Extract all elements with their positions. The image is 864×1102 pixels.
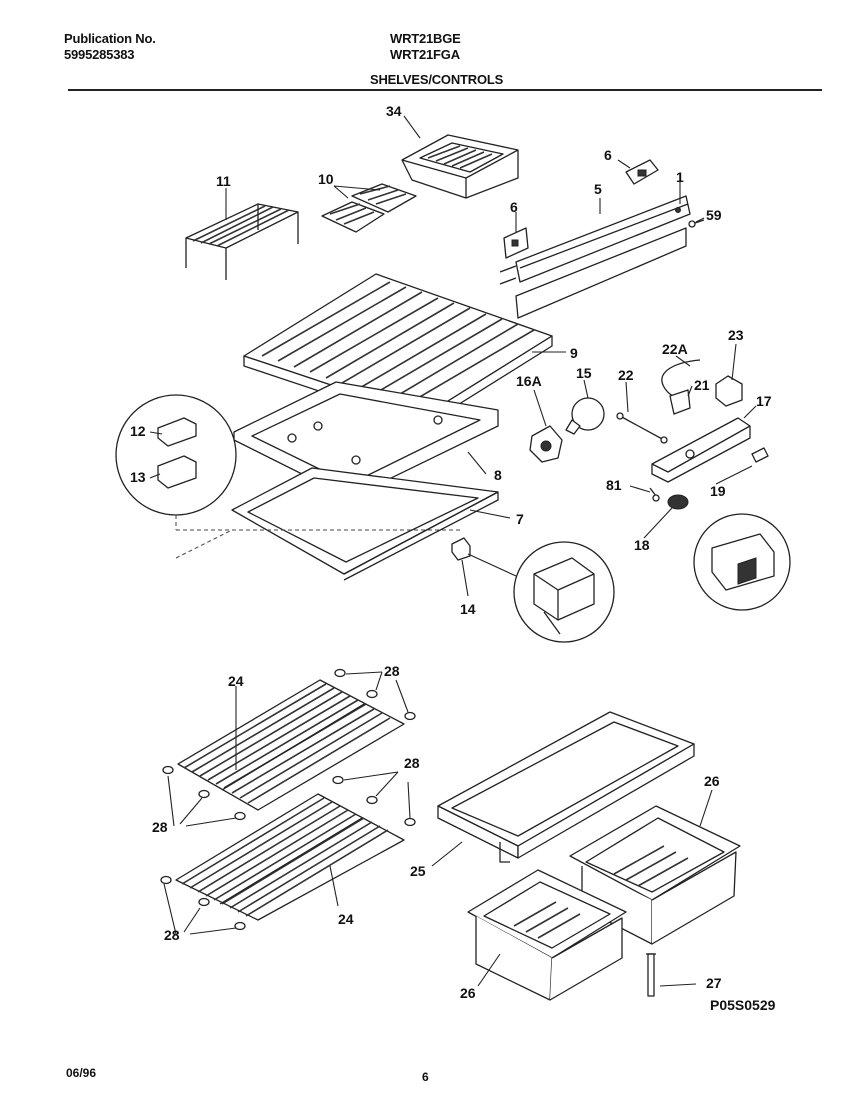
callout-8: 8 bbox=[494, 467, 502, 483]
part-6-bracket-left[interactable] bbox=[503, 227, 529, 259]
callout-26-right: 26 bbox=[704, 773, 720, 789]
leader-lines bbox=[149, 115, 757, 987]
part-15-bulb[interactable] bbox=[565, 397, 605, 435]
callout-23: 23 bbox=[728, 327, 744, 343]
part-26-crisper-drawer-left[interactable] bbox=[467, 869, 627, 1001]
callout-15: 15 bbox=[576, 365, 592, 381]
publication-number: 5995285383 bbox=[64, 47, 135, 62]
callout-6-top: 6 bbox=[604, 147, 612, 163]
callout-7: 7 bbox=[516, 511, 524, 527]
part-59-screw[interactable] bbox=[688, 219, 705, 228]
footer-page-number: 6 bbox=[422, 1070, 429, 1084]
part-5-control-rail[interactable] bbox=[499, 195, 691, 319]
section-title: SHELVES/CONTROLS bbox=[370, 72, 504, 87]
part-24-wire-shelf-lower[interactable] bbox=[175, 793, 405, 921]
part-14-light-switch[interactable] bbox=[451, 537, 471, 561]
callout-11: 11 bbox=[216, 173, 231, 189]
part-23-knob[interactable] bbox=[715, 375, 743, 407]
callout-28-b: 28 bbox=[404, 755, 420, 771]
callout-28-d: 28 bbox=[164, 927, 180, 943]
callout-14: 14 bbox=[460, 601, 476, 617]
header-rule bbox=[68, 89, 822, 91]
publication-label: Publication No. bbox=[64, 31, 156, 46]
part-12-13-door-bins-detail[interactable] bbox=[115, 394, 460, 559]
callout-labels: 34 11 10 6 6 5 1 59 9 22A 23 16A 15 22 2… bbox=[130, 103, 776, 1013]
callout-9: 9 bbox=[570, 345, 578, 361]
diagram-code: P05S0529 bbox=[710, 997, 776, 1013]
part-24-wire-shelf-upper[interactable] bbox=[177, 679, 405, 811]
callout-24-lower: 24 bbox=[338, 911, 354, 927]
part-10-ice-trays[interactable] bbox=[321, 183, 417, 233]
part-28-shelf-supports[interactable] bbox=[160, 668, 416, 931]
callout-19: 19 bbox=[710, 483, 726, 499]
part-27-rod[interactable] bbox=[646, 953, 656, 997]
callout-6-left: 6 bbox=[510, 199, 518, 215]
callout-22a: 22A bbox=[662, 341, 688, 357]
part-6-bracket-top[interactable] bbox=[625, 159, 659, 185]
callout-59: 59 bbox=[706, 207, 722, 223]
part-25-crisper-cover[interactable] bbox=[437, 711, 695, 863]
part-7-shelf-pan[interactable] bbox=[231, 467, 499, 581]
callout-10: 10 bbox=[318, 171, 334, 187]
callout-17: 17 bbox=[756, 393, 772, 409]
callout-16a: 16A bbox=[516, 373, 542, 389]
part-22-shaft[interactable] bbox=[616, 412, 668, 444]
footer-date: 06/96 bbox=[66, 1066, 97, 1080]
part-18-damper[interactable] bbox=[667, 494, 689, 510]
callout-18: 18 bbox=[634, 537, 650, 553]
part-14-detail[interactable] bbox=[513, 541, 615, 643]
callout-25: 25 bbox=[410, 863, 426, 879]
callout-34: 34 bbox=[386, 103, 402, 119]
callout-24-upper: 24 bbox=[228, 673, 244, 689]
part-11-wire-rack[interactable] bbox=[185, 203, 299, 280]
callout-12: 12 bbox=[130, 423, 146, 439]
part-17-control-housing[interactable] bbox=[651, 417, 751, 483]
part-26-crisper-drawer-right[interactable] bbox=[569, 805, 741, 945]
callout-1: 1 bbox=[676, 169, 684, 185]
callout-28-c: 28 bbox=[152, 819, 168, 835]
part-19-switch[interactable] bbox=[751, 447, 769, 463]
model-number-1: WRT21BGE bbox=[390, 31, 461, 46]
callout-13: 13 bbox=[130, 469, 146, 485]
callout-22: 22 bbox=[618, 367, 634, 383]
callout-5: 5 bbox=[594, 181, 602, 197]
callout-81: 81 bbox=[606, 477, 622, 493]
model-number-2: WRT21FGA bbox=[390, 47, 460, 62]
callout-27: 27 bbox=[706, 975, 722, 991]
part-81-screw[interactable] bbox=[649, 487, 660, 502]
callout-21: 21 bbox=[694, 377, 710, 393]
part-16a-light-socket[interactable] bbox=[529, 425, 563, 463]
part-22a-21-thermostat[interactable] bbox=[661, 359, 701, 415]
callout-26-left: 26 bbox=[460, 985, 476, 1001]
part-19-switch-detail[interactable] bbox=[693, 513, 791, 611]
part-34-basket[interactable] bbox=[401, 134, 519, 199]
callout-28-a: 28 bbox=[384, 663, 400, 679]
